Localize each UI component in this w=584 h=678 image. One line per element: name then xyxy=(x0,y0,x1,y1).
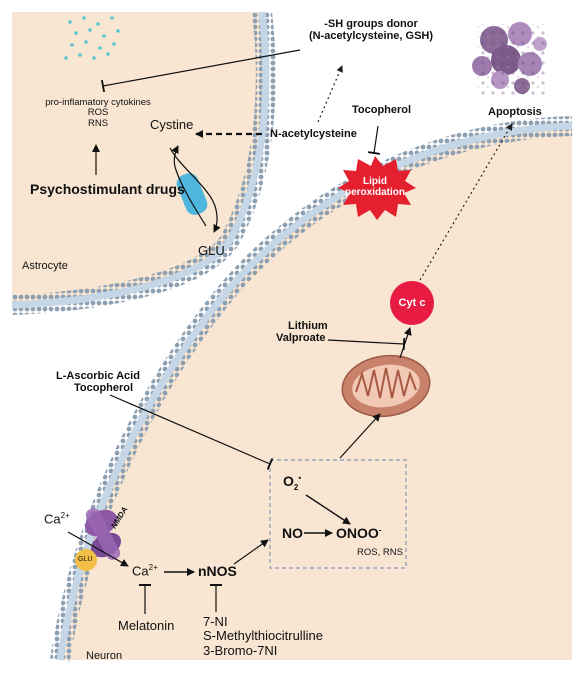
apoptotic-cell-icon xyxy=(472,22,547,96)
ca-inside-label: Ca2+ xyxy=(132,564,158,579)
inhibitor-smtc: S-Methylthiocitrulline xyxy=(203,629,323,643)
ca-out-sup: 2+ xyxy=(61,511,70,520)
glu-out-label: GLU xyxy=(198,244,225,258)
astrocyte-label: Astrocyte xyxy=(22,260,68,272)
lipid-line1: Lipid xyxy=(344,176,406,187)
superoxide-label: O2• xyxy=(283,474,301,493)
rns-text: RNS xyxy=(40,119,156,129)
tocopherol-mid-text: Tocopherol xyxy=(56,382,140,394)
peroxynitrite-label: ONOO- xyxy=(336,526,381,541)
glu-receptor-label: GLU xyxy=(78,556,92,564)
tocopherol-top-label: Tocopherol xyxy=(352,104,411,116)
cytokines-label: pro-inflamatory cytokines ROS RNS xyxy=(40,98,156,129)
sh-donor-line2: (N-acetylcysteine, GSH) xyxy=(296,30,446,42)
ca-outside-label: Ca2+ xyxy=(44,512,70,527)
apoptosis-label: Apoptosis xyxy=(488,106,542,118)
o2-sub: 2 xyxy=(294,483,298,492)
sh-donor-line1: -SH groups donor xyxy=(296,18,446,30)
onoo-base: ONOO xyxy=(336,525,379,541)
ascorbic-text: L-Ascorbic Acid xyxy=(56,370,140,382)
nnos-label: nNOS xyxy=(198,564,237,579)
nac-label: N-acetylcysteine xyxy=(270,128,357,140)
o2-sup: • xyxy=(298,473,301,482)
ascorbic-tocopherol-label: L-Ascorbic Acid Tocopherol xyxy=(56,370,140,394)
o2-base: O xyxy=(283,473,294,489)
inhibitor-7ni: 7-NI xyxy=(203,615,323,629)
valproate-text: Valproate xyxy=(276,332,328,344)
lithium-valproate-label: Lithium Valproate xyxy=(276,320,328,344)
lipid-line2: peroxidation xyxy=(344,187,406,198)
sh-donor-label: -SH groups donor (N-acetylcysteine, GSH) xyxy=(296,18,446,42)
lipid-peroxidation-label: Lipid peroxidation xyxy=(344,176,406,198)
lithium-text: Lithium xyxy=(276,320,328,332)
ros-rns-label: ROS, RNS xyxy=(357,548,403,558)
melatonin-label: Melatonin xyxy=(118,619,174,633)
cytc-label: Cyt c xyxy=(392,297,432,309)
onoo-sup: - xyxy=(379,525,382,534)
ca-out-base: Ca xyxy=(44,511,61,526)
ca-in-base: Ca xyxy=(132,563,149,578)
cystine-label: Cystine xyxy=(150,118,193,132)
inhibitor-3b7ni: 3-Bromo-7NI xyxy=(203,644,323,658)
neuron-label: Neuron xyxy=(86,650,122,662)
no-label: NO xyxy=(282,526,303,541)
nnos-inhibitors-label: 7-NI S-Methylthiocitrulline 3-Bromo-7NI xyxy=(203,615,323,658)
drugs-label: Psychostimulant drugs xyxy=(30,182,185,197)
ca-in-sup: 2+ xyxy=(149,563,158,572)
